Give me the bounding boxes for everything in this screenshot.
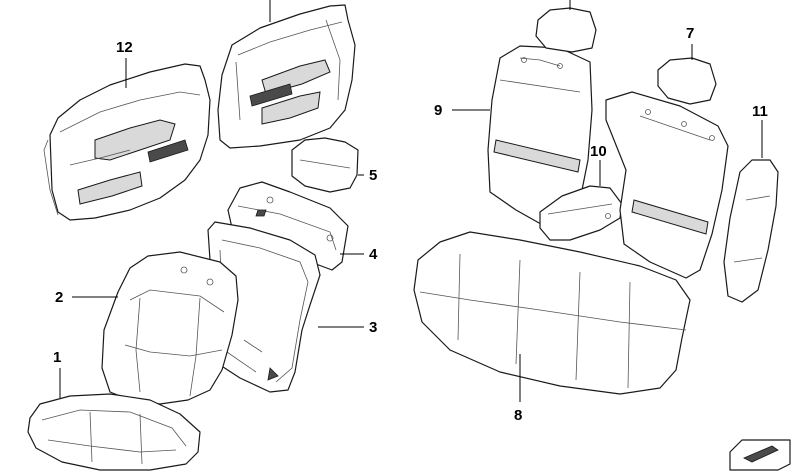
callout-2: 2 [55,289,63,306]
door-panel-front[interactable] [43,63,211,221]
callout-12: 12 [116,39,133,56]
headrest-rear-left[interactable] [535,7,597,53]
callout-10: 10 [590,143,607,160]
callout-4: 4 [369,246,378,263]
callout-1: 1 [53,349,61,366]
callout-9: 9 [434,102,442,119]
callout-8: 8 [514,407,522,424]
callout-3: 3 [369,319,377,336]
side-bolster[interactable] [723,159,779,303]
callout-labels: 1 2 3 4 5 7 8 9 10 11 12 [53,25,768,424]
leader-lines [59,0,763,402]
headrest-rear-right[interactable] [657,57,717,105]
headrest-front[interactable] [291,137,359,193]
seat-cushion-front[interactable] [27,393,201,471]
door-panel-rear[interactable] [217,4,356,149]
callout-11: 11 [752,103,768,120]
rear-backrest-right[interactable] [605,91,729,279]
center-armrest[interactable] [539,185,623,241]
rear-seat-cushion[interactable] [413,231,691,395]
callout-7: 7 [686,25,694,42]
rear-backrest-left[interactable] [487,45,593,233]
backrest-cushion[interactable] [101,251,239,405]
callout-5: 5 [369,167,377,184]
reference-arrow-logo-icon [729,439,791,471]
